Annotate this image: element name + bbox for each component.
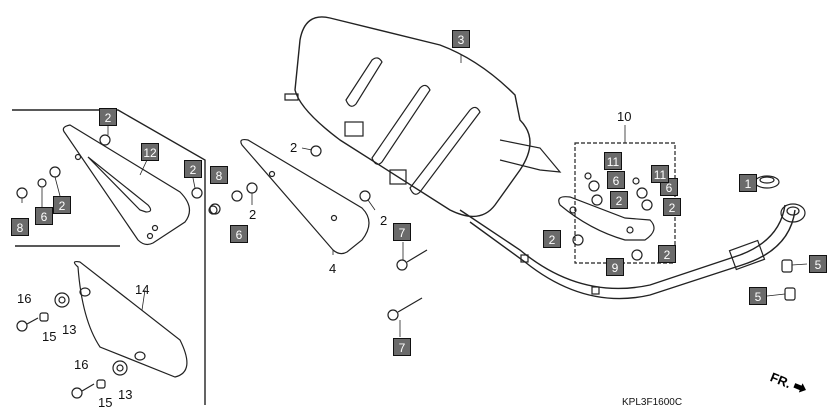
callout-11[interactable]: 11 bbox=[604, 152, 622, 170]
callout-1-gasket[interactable]: 1 bbox=[739, 174, 757, 192]
callout-2[interactable]: 2 bbox=[380, 213, 388, 228]
callout-8[interactable]: 8 bbox=[210, 166, 228, 184]
callout-16[interactable]: 16 bbox=[74, 357, 89, 372]
callout-2[interactable]: 2 bbox=[99, 108, 117, 126]
callout-11[interactable]: 11 bbox=[651, 165, 669, 183]
bolt-16-a bbox=[16, 320, 28, 332]
callout-2[interactable]: 2 bbox=[543, 230, 561, 248]
callout-6[interactable]: 6 bbox=[230, 225, 248, 243]
callout-7[interactable]: 7 bbox=[393, 223, 411, 241]
callout-2[interactable]: 2 bbox=[663, 198, 681, 216]
callout-8[interactable]: 8 bbox=[11, 218, 29, 236]
callout-2[interactable]: 2 bbox=[290, 140, 298, 155]
bracket-12 bbox=[62, 124, 191, 246]
callout-6[interactable]: 6 bbox=[35, 207, 53, 225]
callout-2[interactable]: 2 bbox=[53, 196, 71, 214]
callout-2[interactable]: 2 bbox=[610, 191, 628, 209]
callout-5[interactable]: 5 bbox=[749, 287, 767, 305]
callout-16[interactable]: 16 bbox=[17, 291, 32, 306]
muffler-3 bbox=[294, 16, 531, 218]
diagram-code: KPL3F1600C bbox=[622, 397, 683, 408]
callout-4-heat-shield[interactable]: 4 bbox=[329, 261, 337, 276]
callout-10-clamp-set[interactable]: 10 bbox=[617, 109, 632, 124]
callout-7[interactable]: 7 bbox=[393, 338, 411, 356]
callout-14-heat-shield[interactable]: 14 bbox=[135, 282, 150, 297]
exhaust-pipe bbox=[459, 204, 786, 290]
bracket-9 bbox=[558, 196, 655, 241]
callout-2[interactable]: 2 bbox=[658, 245, 676, 263]
callout-2[interactable]: 2 bbox=[249, 207, 257, 222]
callout-12-bracket[interactable]: 12 bbox=[141, 143, 159, 161]
callout-2[interactable]: 2 bbox=[184, 160, 202, 178]
heat-shield-4 bbox=[240, 138, 370, 255]
callout-3-muffler[interactable]: 3 bbox=[452, 30, 470, 48]
bolt-16-b bbox=[71, 387, 83, 399]
inset-frame-upper bbox=[12, 109, 206, 405]
callout-6[interactable]: 6 bbox=[607, 171, 625, 189]
callout-5[interactable]: 5 bbox=[809, 255, 827, 273]
callout-13[interactable]: 13 bbox=[62, 322, 77, 337]
heat-shield-14 bbox=[73, 260, 188, 378]
callout-15[interactable]: 15 bbox=[42, 329, 57, 344]
callout-13[interactable]: 13 bbox=[118, 387, 133, 402]
callout-15[interactable]: 15 bbox=[98, 395, 113, 410]
callout-9-bracket[interactable]: 9 bbox=[606, 258, 624, 276]
